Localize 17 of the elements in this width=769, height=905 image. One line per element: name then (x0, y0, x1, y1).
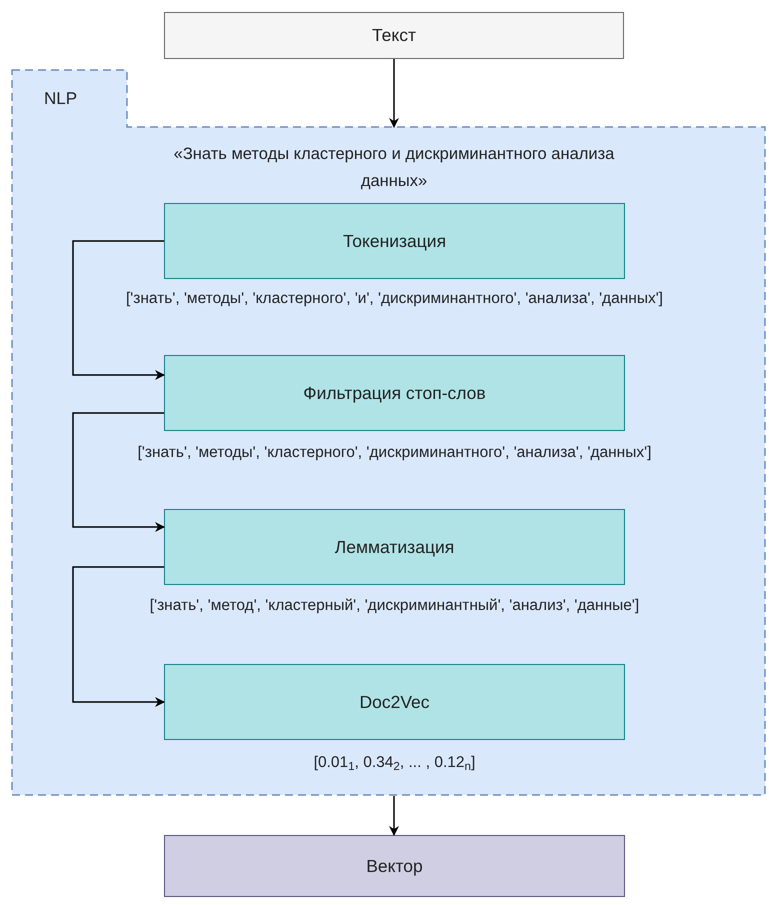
process-box: Doc2Vec (164, 664, 625, 740)
input-text: «Знать методы кластерного и дискриминантного анализа данных» (172, 144, 616, 192)
arrow (72, 412, 165, 532)
arrow (389, 796, 399, 836)
arrow (72, 566, 165, 707)
arrow (72, 240, 165, 380)
process-box: Лемматизация (164, 509, 625, 585)
token-list: ['знать', 'методы', 'кластерного', 'и', 'дискриминантного', 'анализа', 'данных'] (120, 288, 670, 310)
process-box: Фильтрация стоп-слов (164, 355, 625, 431)
token-list: [0.01$_{1}$, 0.34$_{2}$, ... , 0.12$_{n}$] (120, 752, 670, 774)
process-box: Текст (164, 12, 624, 59)
token-list: ['знать', 'метод', 'кластерный', 'дискриминантный', 'анализ', 'данные'] (120, 595, 670, 617)
process-box: Вектор (164, 835, 625, 897)
group-title: NLP (44, 88, 78, 110)
arrow (389, 59, 399, 128)
process-box: Токенизация (164, 203, 625, 279)
token-list: ['знать', 'методы', 'кластерного', 'дискриминантного', 'анализа', 'данных'] (120, 442, 670, 464)
